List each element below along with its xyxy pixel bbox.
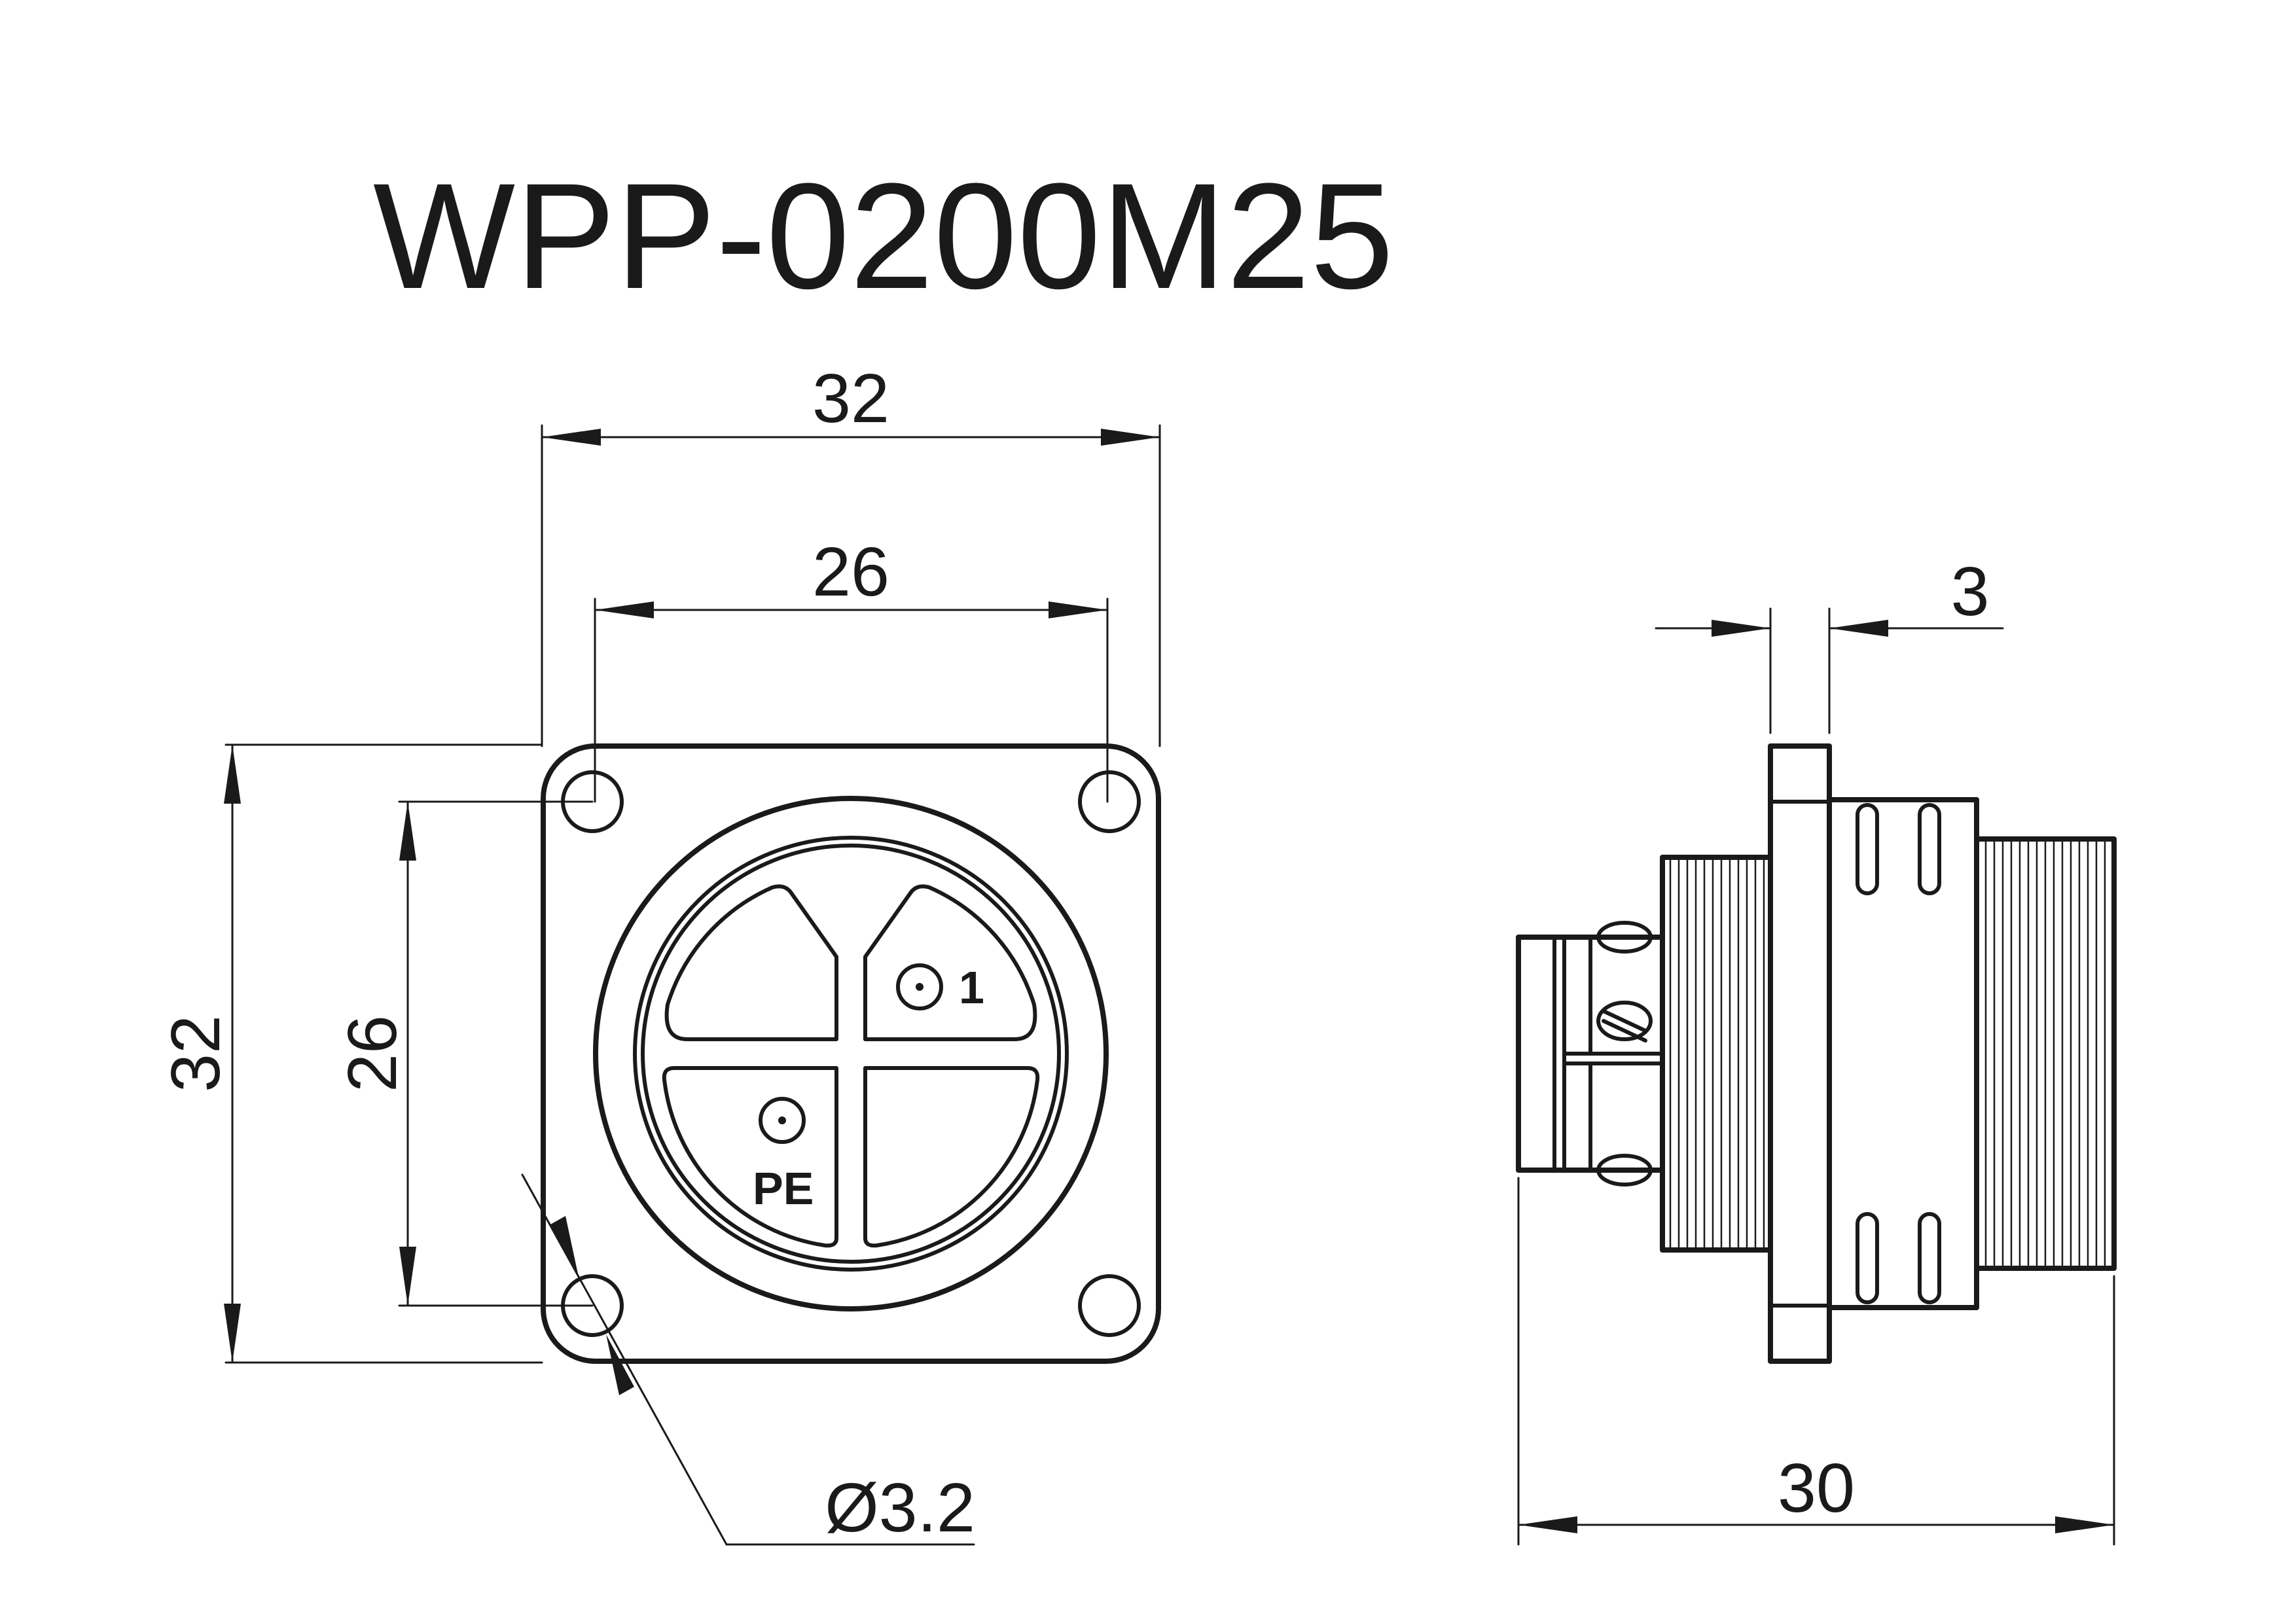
front-view-dimensions: 32 26 32 26 Ø3.2 [157, 360, 1161, 1546]
outer-ring [593, 796, 1109, 1311]
mounting-hole-bottom-right [1078, 1274, 1141, 1337]
thread-lines-right [1984, 839, 2106, 1268]
arrow-hole-diameter-upper [550, 1216, 579, 1277]
sector-lower-left [662, 1066, 838, 1248]
flange-outline [541, 743, 1161, 1364]
contact-1-center [916, 983, 924, 991]
front-view: 1 PE [541, 743, 1161, 1364]
dim-hole-diameter: Ø3.2 [825, 1469, 975, 1546]
dim-flange-height: 32 [157, 1015, 234, 1092]
arrow-hole-diameter-lower [606, 1334, 634, 1395]
dim-flange-thickness: 3 [1951, 553, 1990, 630]
arrow-hole-pitch-h-right [1049, 601, 1107, 618]
sector-upper-right [863, 884, 1037, 1041]
arrow-thickness-right [1829, 620, 1888, 637]
contact-1-circle [896, 963, 943, 1010]
sector-upper-left [664, 884, 838, 1041]
contact-pe-center [778, 1116, 786, 1124]
arrow-length-left [1518, 1516, 1577, 1533]
side-body-front [1827, 797, 1979, 1310]
part-number-title: WPP-0200M25 [373, 152, 1394, 320]
contact-pe-circle [759, 1097, 806, 1144]
body-slots [1856, 803, 1941, 1304]
sector-lower-right [863, 1066, 1040, 1248]
mounting-holes [561, 770, 1141, 1337]
arrow-hole-pitch-v-top [399, 802, 416, 861]
leader-hole-diameter [521, 1173, 728, 1546]
arrow-flange-height-top [224, 745, 241, 804]
side-view-dimensions: 3 30 [1517, 553, 2115, 1546]
face-ring-outer [633, 836, 1069, 1272]
contact-1-label: 1 [959, 962, 984, 1013]
arrow-length-right [2055, 1516, 2114, 1533]
arrow-flange-width-left [542, 429, 601, 446]
terminal-screws [1596, 921, 1653, 1186]
dim-flange-width: 32 [812, 360, 889, 437]
side-view [1516, 743, 2117, 1364]
arrow-hole-pitch-h-left [595, 601, 654, 618]
dim-hole-pitch-horizontal: 26 [812, 533, 889, 611]
contact-pe-label: PE [753, 1163, 814, 1214]
side-flange-plate [1768, 743, 1832, 1364]
insert-sectors [662, 884, 1040, 1248]
thread-lines-rear [1669, 857, 1765, 1250]
arrow-flange-height-bottom [224, 1304, 241, 1363]
arrow-flange-width-right [1101, 429, 1160, 446]
mounting-hole-top-right [1078, 770, 1141, 833]
dim-overall-length: 30 [1778, 1450, 1855, 1527]
arrow-thickness-left [1712, 620, 1770, 637]
face-ring-inner [641, 844, 1061, 1264]
dim-hole-pitch-vertical: 26 [334, 1015, 411, 1092]
arrow-hole-pitch-v-bottom [399, 1247, 416, 1306]
